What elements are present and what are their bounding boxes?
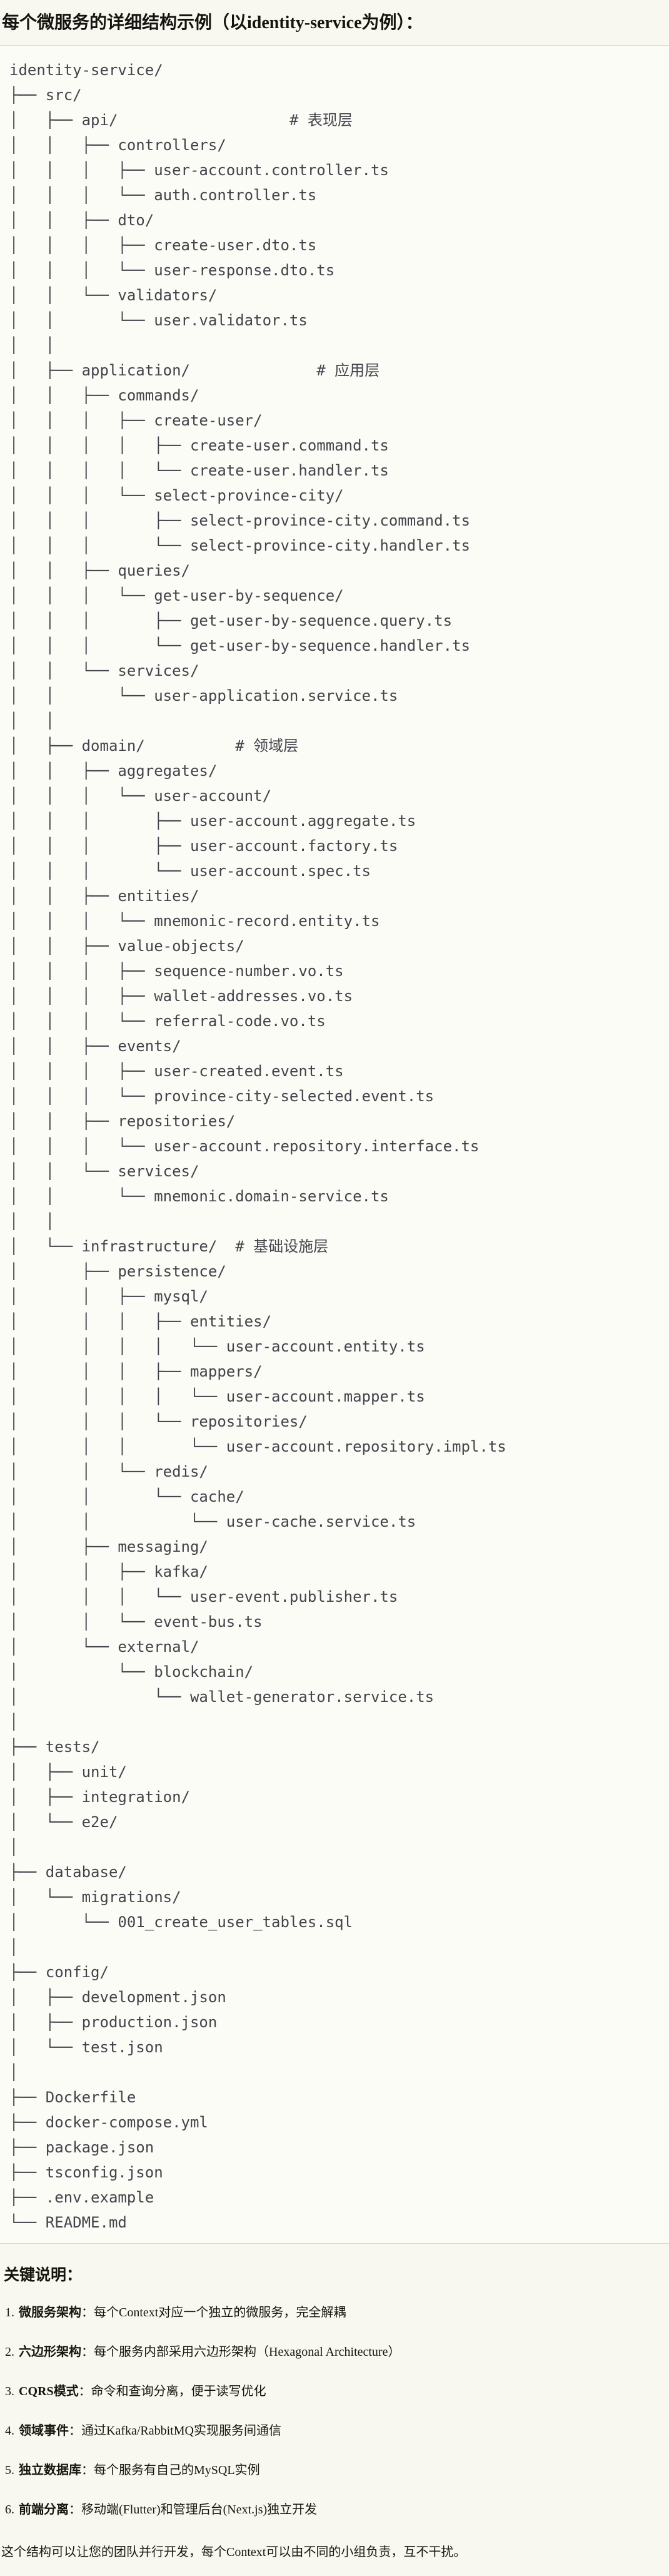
note-item: 5. 独立数据库：每个服务有自己的MySQL实例 [5, 2461, 661, 2479]
note-label: 独立数据库 [19, 2463, 81, 2477]
note-label: 前端分离 [19, 2503, 69, 2517]
note-text: ：每个Context对应一个独立的微服务，完全解耦 [81, 2306, 346, 2319]
note-number: 5. [5, 2463, 14, 2477]
note-item: 6. 前端分离：移动端(Flutter)和管理后台(Next.js)独立开发 [5, 2501, 661, 2518]
note-number: 4. [5, 2424, 14, 2438]
closing-note: 这个结构可以让您的团队并行开发，每个Context可以由不同的小组负责，互不干扰… [1, 2545, 466, 2559]
note-label: 微服务架构 [19, 2306, 81, 2319]
note-item: 4. 领域事件：通过Kafka/RabbitMQ实现服务间通信 [5, 2422, 661, 2440]
note-text: ：命令和查询分离，便于读写优化 [78, 2385, 266, 2398]
note-text: ：每个服务内部采用六边形架构（Hexagonal Architecture） [81, 2345, 401, 2359]
note-item: 3. CQRS模式：命令和查询分离，便于读写优化 [5, 2383, 661, 2400]
note-label: 六边形架构 [19, 2345, 81, 2359]
note-number: 2. [5, 2345, 14, 2359]
note-text: ：移动端(Flutter)和管理后台(Next.js)独立开发 [69, 2503, 318, 2517]
notes-heading: 关键说明： [4, 2267, 83, 2284]
note-number: 3. [5, 2385, 14, 2398]
note-number: 1. [5, 2306, 14, 2319]
note-label: CQRS模式 [19, 2385, 79, 2398]
note-text: ：每个服务有自己的MySQL实例 [81, 2463, 260, 2477]
note-item: 1. 微服务架构：每个Context对应一个独立的微服务，完全解耦 [5, 2304, 661, 2321]
note-number: 6. [5, 2503, 14, 2517]
directory-tree: identity-service/ ├── src/ │ ├── api/ # … [9, 61, 506, 2231]
page-title: 每个微服务的详细结构示例（以identity-service为例）： [2, 13, 423, 33]
directory-tree-block: identity-service/ ├── src/ │ ├── api/ # … [0, 45, 669, 2244]
notes-list: 1. 微服务架构：每个Context对应一个独立的微服务，完全解耦 2. 六边形架构… [4, 2304, 661, 2518]
note-label: 领域事件 [19, 2424, 69, 2438]
notes-section: 关键说明： 1. 微服务架构：每个Context对应一个独立的微服务，完全解耦 2… [0, 2244, 669, 2575]
note-text: ：通过Kafka/RabbitMQ实现服务间通信 [69, 2424, 281, 2438]
note-item: 2. 六边形架构：每个服务内部采用六边形架构（Hexagonal Architec… [5, 2343, 661, 2361]
